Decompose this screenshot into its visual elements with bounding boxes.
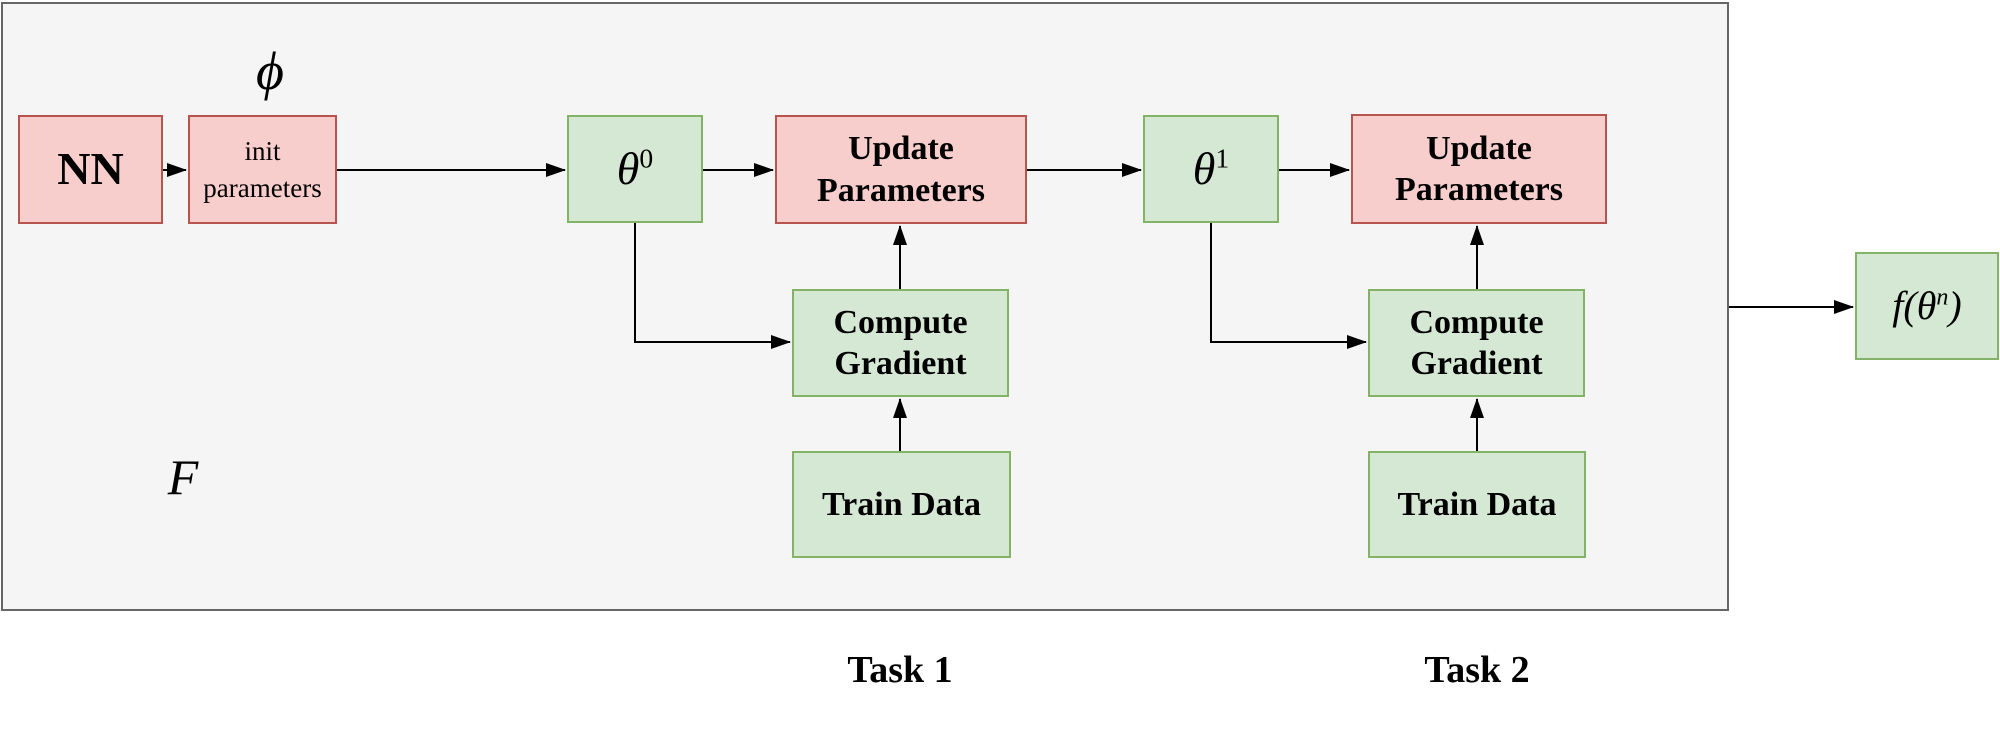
compute-gradient-1-line2: Gradient	[834, 345, 967, 382]
output-label: f(θn)	[1892, 282, 1962, 328]
theta0-label: θ0	[616, 142, 654, 194]
nn-node: NN	[18, 115, 163, 224]
update-parameters-2-line2: Parameters	[1394, 171, 1563, 208]
arrow-theta1-to-compute-gradient2	[1210, 223, 1367, 349]
update-parameters-2-line1: Update	[1426, 129, 1532, 167]
theta0-node: θ0	[567, 115, 703, 223]
frame-label: F	[167, 449, 199, 505]
task1-label: Task 1	[847, 649, 953, 691]
train-data-2-node: Train Data	[1368, 451, 1586, 558]
task2-label: Task 2	[1424, 649, 1530, 691]
theta1-label: θ1	[1192, 142, 1230, 194]
compute-gradient-2-node: Compute Gradient	[1368, 289, 1585, 397]
train-data-2-label: Train Data	[1397, 485, 1557, 523]
compute-gradient-2-line1: Compute	[1409, 303, 1544, 341]
compute-gradient-2-line2: Gradient	[1410, 345, 1543, 382]
compute-gradient-1-line1: Compute	[833, 303, 968, 341]
output-node: f(θn)	[1855, 252, 1999, 360]
train-data-1-label: Train Data	[822, 485, 981, 523]
theta1-node: θ1	[1143, 115, 1279, 223]
arrow-theta0-to-compute-gradient1	[634, 223, 791, 349]
train-data-1-node: Train Data	[792, 451, 1011, 558]
nn-label: NN	[57, 143, 124, 195]
init-parameters-line1: init	[244, 136, 281, 167]
update-parameters-2-node: Update Parameters	[1351, 114, 1607, 224]
init-parameters-line2: parameters	[203, 172, 322, 203]
phi-label: ϕ	[256, 41, 284, 101]
init-parameters-node: init parameters	[188, 115, 337, 224]
compute-gradient-1-node: Compute Gradient	[792, 289, 1009, 397]
update-parameters-1-line1: Update	[848, 130, 954, 168]
update-parameters-1-node: Update Parameters	[775, 115, 1027, 224]
update-parameters-1-line2: Parameters	[816, 171, 985, 209]
